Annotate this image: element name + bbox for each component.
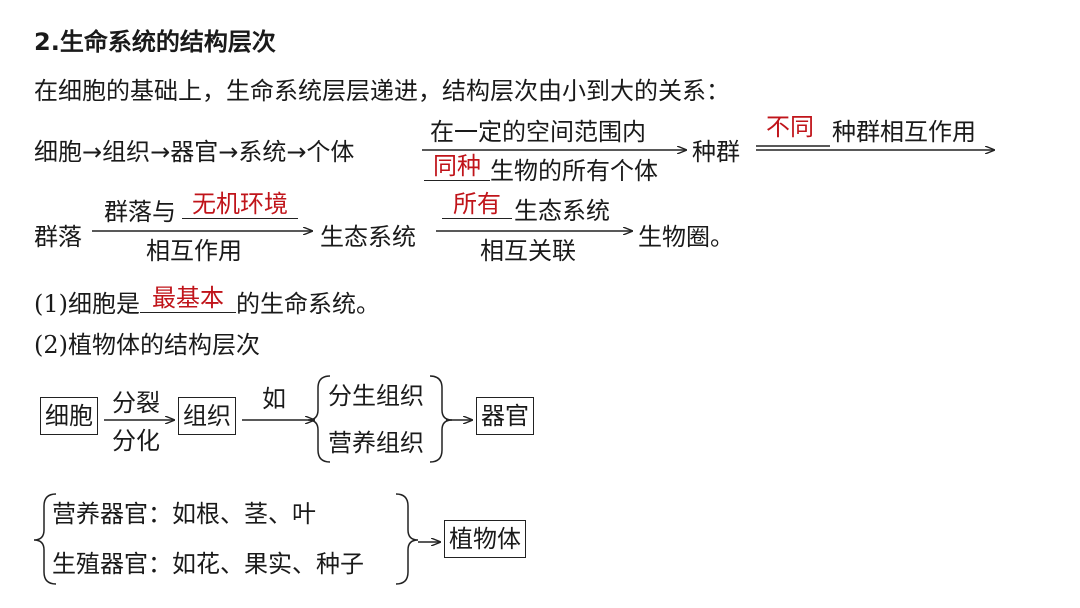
hierarchy-chain: 细胞→组织→器官→系统→个体 [34, 138, 355, 166]
question-1: (1)细胞是最基本的生命系统。 [34, 284, 380, 319]
right-brace-tissues [429, 375, 453, 463]
arrow4-bottom-label: 相互关联 [480, 237, 576, 265]
question-1-prefix: 细胞是 [68, 290, 140, 318]
question-1-suffix: 的生命系统。 [236, 290, 380, 318]
box-cell: 细胞 [40, 397, 98, 435]
intro-text: 在细胞的基础上，生命系统层层递进，结构层次由小到大的关系： [34, 77, 730, 105]
box-organ: 器官 [476, 397, 534, 435]
answer-blank-same-species: 同种 [424, 152, 490, 181]
reproductive-organs: 生殖器官：如花、果实、种子 [52, 550, 364, 578]
arrow2-top-label: 种群相互作用 [832, 118, 976, 146]
node-ecosystem: 生态系统 [320, 223, 416, 251]
arrow1-bottom-label: 生物的所有个体 [490, 157, 658, 185]
vegetative-organs: 营养器官：如根、茎、叶 [52, 500, 316, 528]
arrow3-top-prefix: 群落与 [104, 198, 176, 226]
arrow-differentiate-label: 分化 [112, 427, 160, 455]
question-2-number: (2) [34, 331, 68, 359]
box-plant-body: 植物体 [444, 520, 526, 558]
question-2-label: 植物体的结构层次 [68, 331, 260, 359]
question-1-number: (1) [34, 290, 68, 318]
arrow-example-label: 如 [262, 385, 286, 413]
box-tissue: 组织 [178, 397, 236, 435]
section-title: 2.生命系统的结构层次 [34, 28, 276, 56]
right-brace-organs [395, 493, 419, 585]
tissue-nutritive: 营养组织 [328, 429, 424, 457]
answer-blank-most-basic: 最基本 [140, 284, 236, 313]
tissue-meristem: 分生组织 [328, 382, 424, 410]
node-community: 群落 [34, 223, 82, 251]
arrow1-top-label: 在一定的空间范围内 [430, 118, 646, 146]
left-brace-tissues [307, 375, 331, 463]
left-brace-organs [33, 493, 57, 585]
question-2: (2)植物体的结构层次 [34, 330, 260, 360]
node-population: 种群 [692, 138, 740, 166]
node-biosphere: 生物圈。 [638, 223, 734, 251]
arrow3-bottom-label: 相互作用 [146, 237, 242, 265]
arrow4-top-label: 生态系统 [514, 197, 610, 225]
answer-blank-all: 所有 [442, 190, 512, 219]
answer-blank-different: 不同 [766, 113, 814, 141]
arrow-divide-label: 分裂 [112, 389, 160, 417]
answer-blank-abiotic-environment: 无机环境 [182, 190, 298, 219]
